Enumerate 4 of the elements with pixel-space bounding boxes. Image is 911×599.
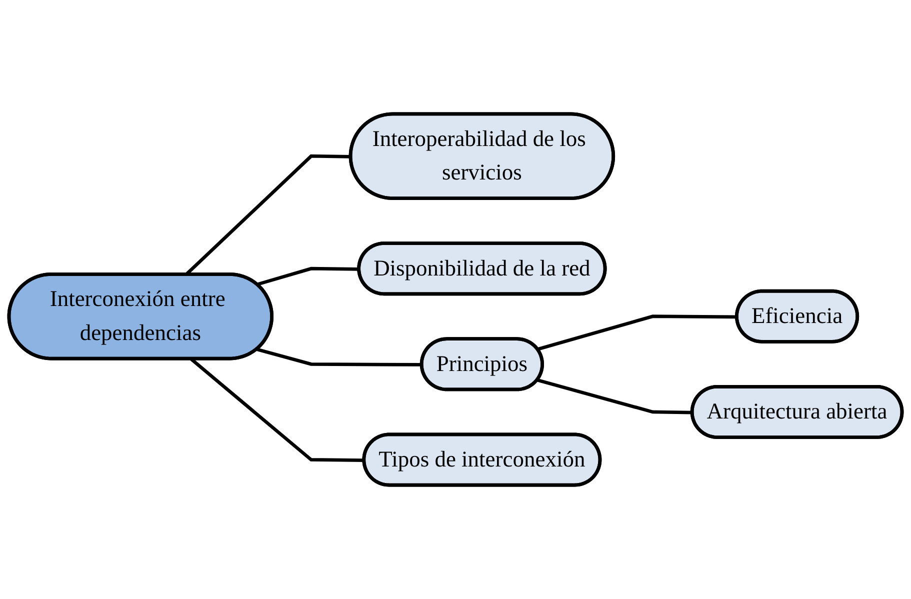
connector	[537, 378, 693, 414]
connector	[256, 348, 422, 366]
connector	[256, 266, 360, 286]
connector	[537, 314, 738, 351]
